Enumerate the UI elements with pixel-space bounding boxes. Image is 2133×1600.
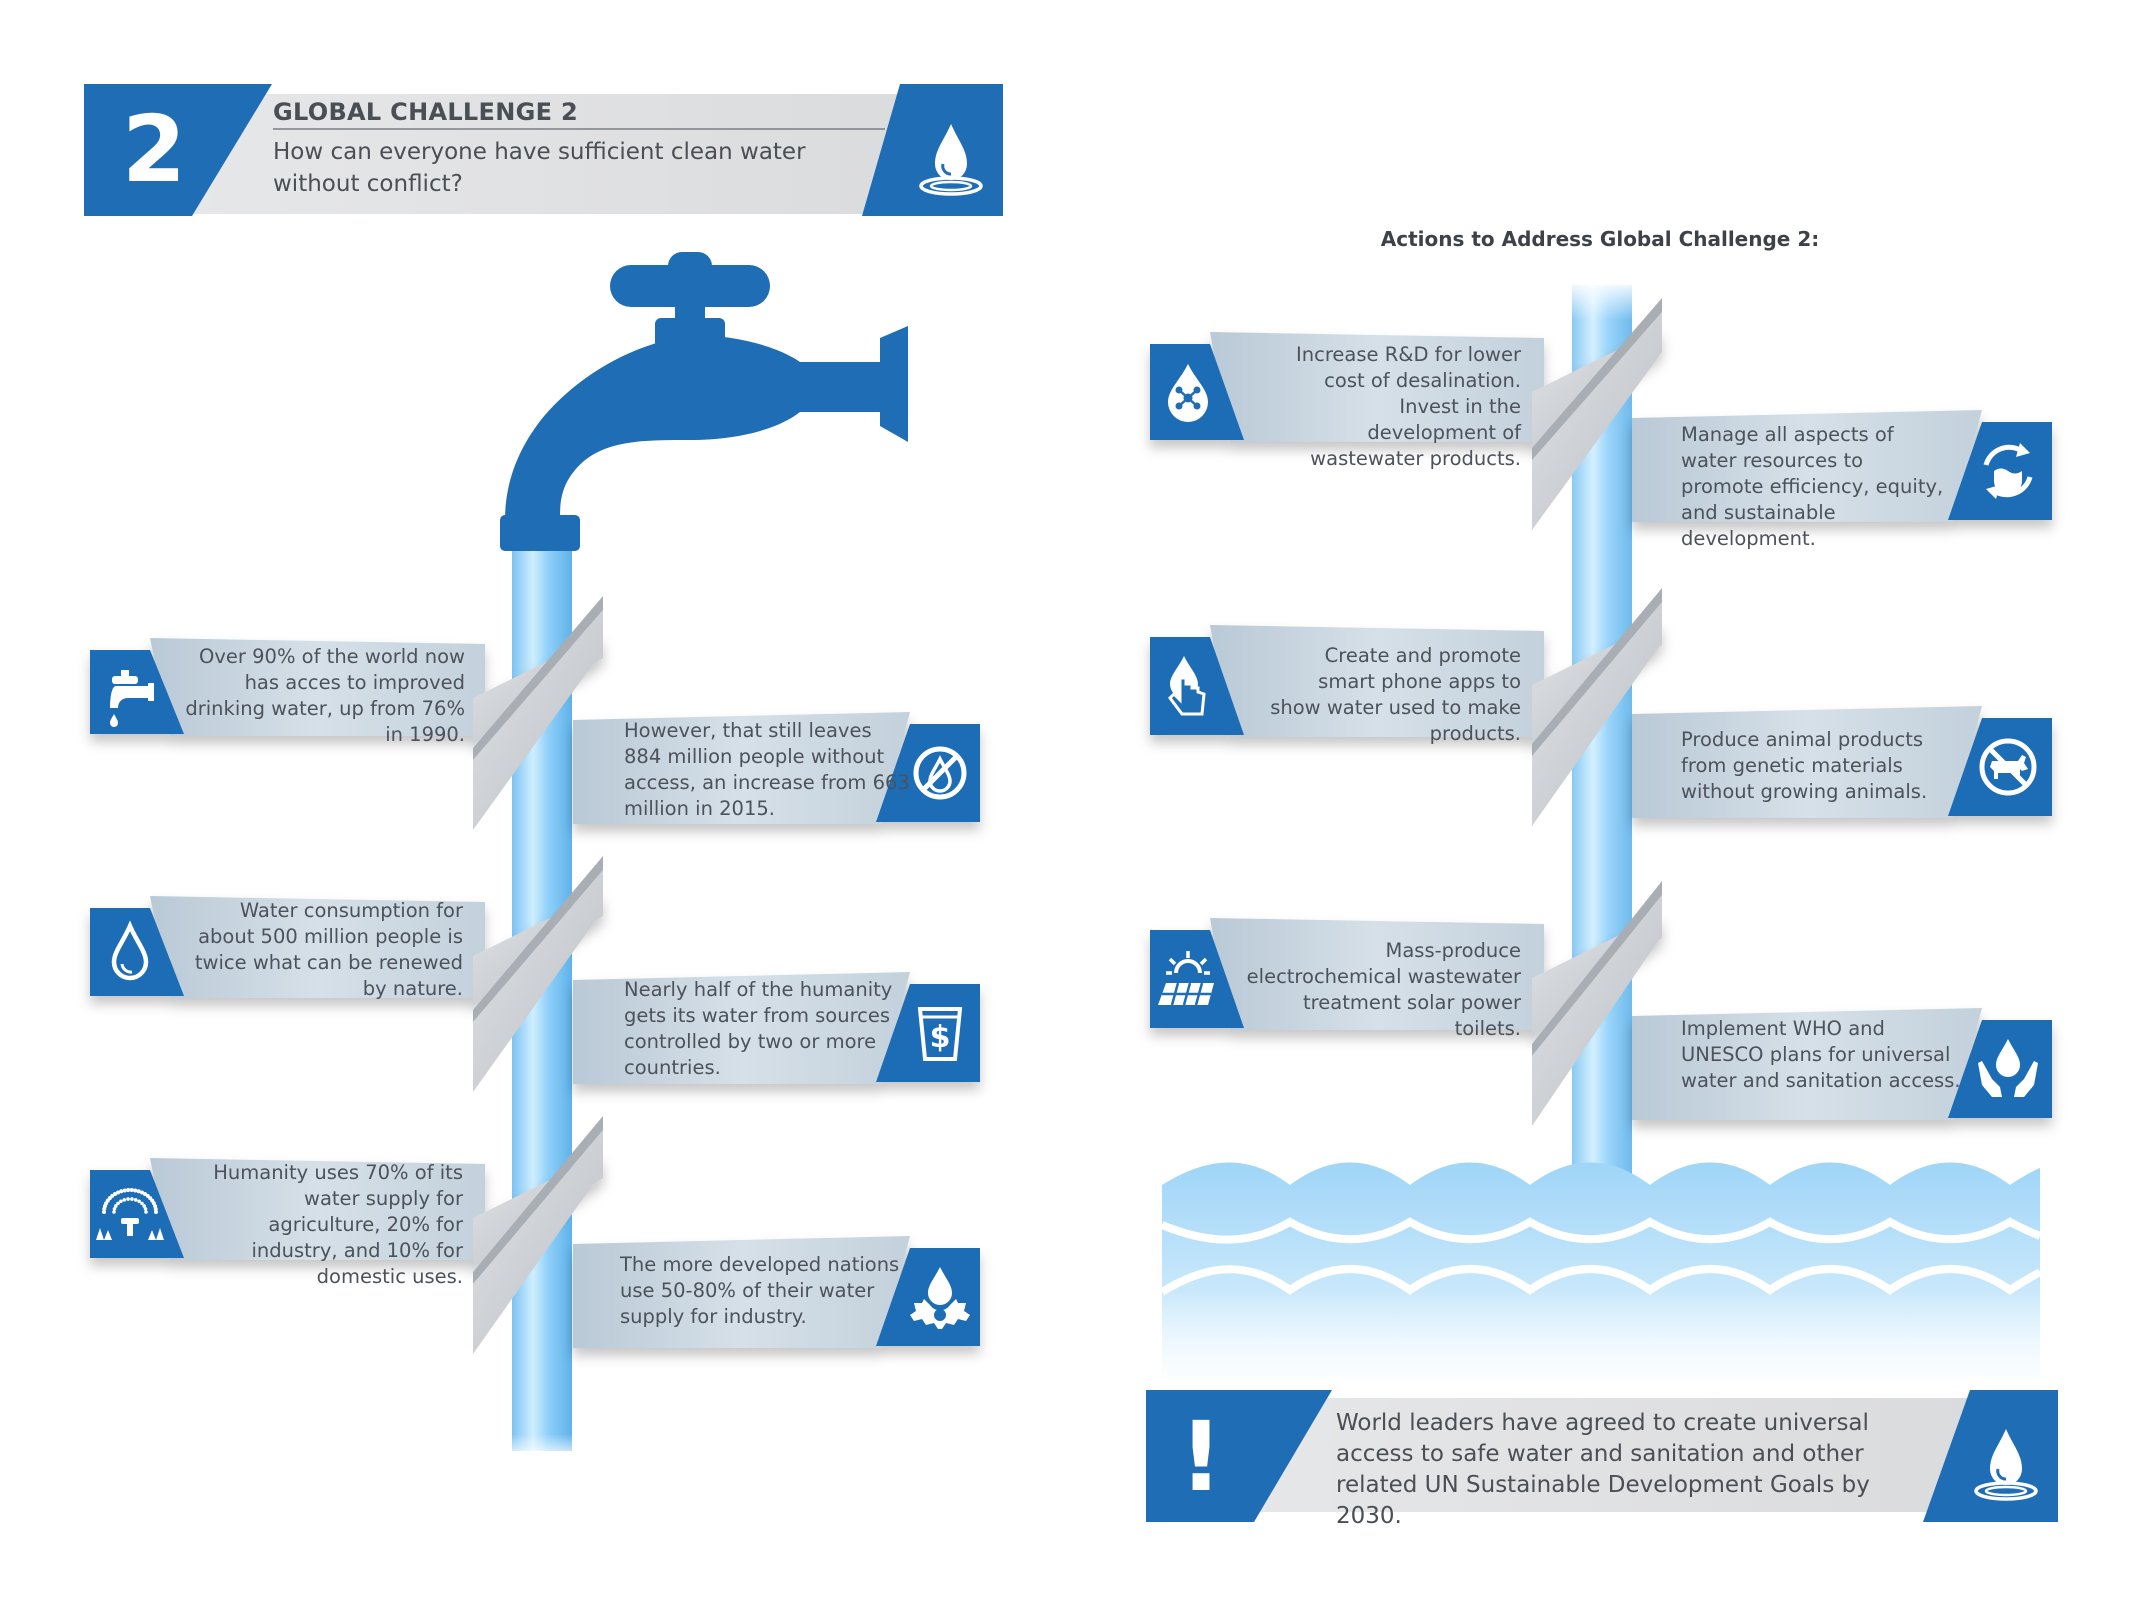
bottom-note-text: World leaders have agreed to create univ… bbox=[1336, 1410, 1870, 1529]
challenge-title: GLOBAL CHALLENGE 2 bbox=[273, 98, 578, 126]
ribbon-wrap-3 bbox=[473, 1116, 603, 1354]
ribbon-wrap-1 bbox=[473, 596, 603, 830]
drop-gear-icon bbox=[910, 1267, 970, 1329]
water-cycle-icon bbox=[1983, 443, 2033, 499]
action-banner-4 bbox=[1632, 706, 2052, 818]
action-3-text: Create and promote smart phone apps to s… bbox=[1270, 644, 1521, 745]
water-waves bbox=[1150, 1162, 2050, 1390]
fact-5-text: Humanity uses 70% of its water supply fo… bbox=[213, 1161, 463, 1288]
hands-drop-icon bbox=[1978, 1039, 2038, 1097]
left-banners: $ bbox=[90, 596, 980, 1354]
water-drop-icon bbox=[111, 920, 149, 981]
fact-4-text: Nearly half of the humanity gets its wat… bbox=[624, 978, 893, 1079]
exclamation-mark: ! bbox=[1179, 1401, 1223, 1513]
fact-3-text: Water consumption for about 500 million … bbox=[194, 899, 463, 1000]
fact-1-text: Over 90% of the world now has acces to i… bbox=[185, 645, 465, 746]
bottom-note-banner bbox=[1146, 1390, 2058, 1522]
action-1-text: Increase R&D for lower cost of desalinat… bbox=[1295, 343, 1521, 470]
fact-banner-2 bbox=[573, 712, 980, 824]
header-banner bbox=[84, 84, 1003, 216]
challenge-number: 2 bbox=[122, 96, 187, 203]
no-water-icon bbox=[913, 746, 967, 800]
dollar-cup-icon: $ bbox=[917, 1007, 963, 1061]
actions-heading: Actions to Address Global Challenge 2: bbox=[1380, 227, 1820, 251]
touch-drop-icon bbox=[1168, 656, 1206, 716]
ribbon-wrap-4 bbox=[1532, 298, 1662, 530]
right-banners bbox=[1150, 298, 2052, 1126]
no-cow-icon bbox=[1979, 738, 2037, 796]
molecule-drop-icon bbox=[1168, 364, 1208, 422]
fact-6-text: The more developed nations use 50-80% of… bbox=[620, 1253, 900, 1328]
svg-text:$: $ bbox=[930, 1020, 951, 1055]
ribbon-wrap-5 bbox=[1532, 588, 1662, 826]
action-2-text: Manage all aspects of water resources to… bbox=[1681, 423, 1944, 550]
action-5-text: Mass-produce electrochemical wastewater … bbox=[1246, 939, 1521, 1040]
ribbon-wrap-6 bbox=[1532, 881, 1662, 1126]
solar-panel-icon bbox=[1158, 951, 1214, 1006]
sprinkler-icon bbox=[96, 1188, 164, 1240]
action-4-text: Produce animal products from genetic mat… bbox=[1681, 728, 1928, 803]
challenge-question: How can everyone have sufficient clean w… bbox=[273, 139, 806, 197]
faucet-icon bbox=[110, 670, 154, 727]
fact-2-text: However, that still leaves 884 million p… bbox=[624, 719, 910, 820]
faucet-illustration bbox=[500, 252, 908, 551]
ribbon-wrap-2 bbox=[473, 856, 603, 1092]
action-6-text: Implement WHO and UNESCO plans for unive… bbox=[1681, 1017, 1961, 1092]
